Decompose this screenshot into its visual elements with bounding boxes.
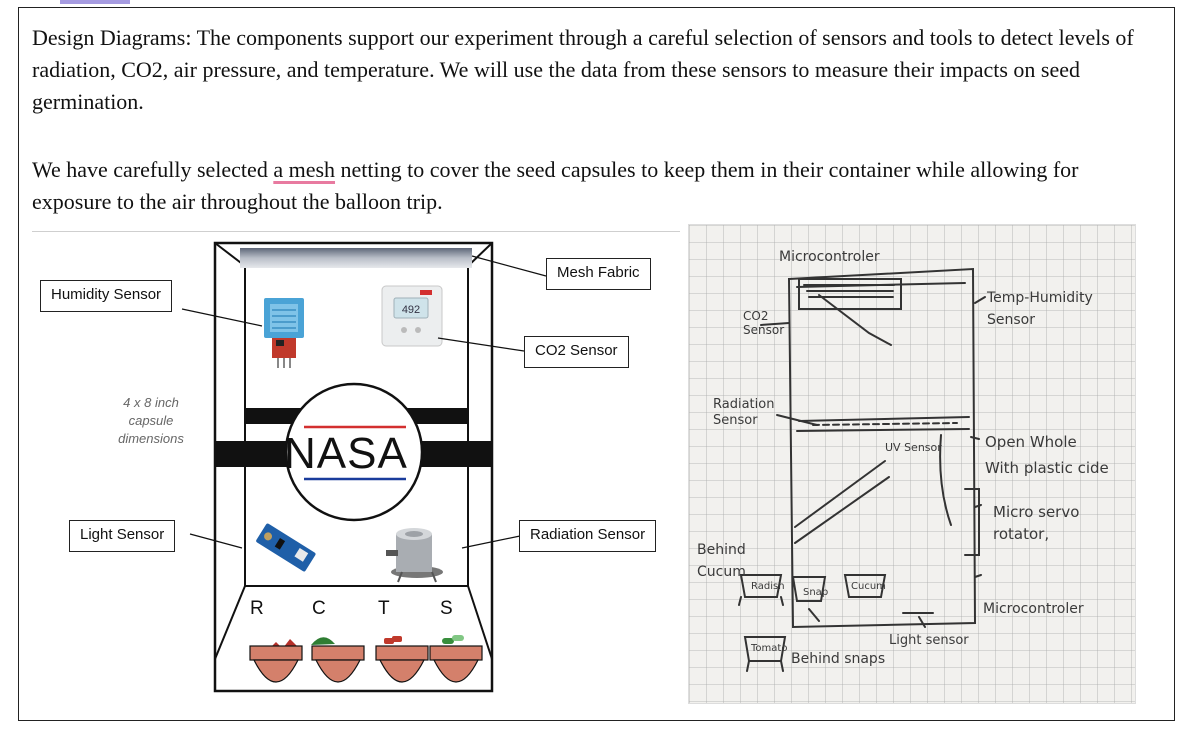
co2-sensor-image: 492 bbox=[381, 285, 443, 347]
pot-cucumber bbox=[311, 637, 365, 683]
radiation-sensor-label: Radiation Sensor bbox=[519, 520, 657, 552]
sketch-label-microcontroller-top: Microcontroler bbox=[779, 249, 880, 265]
sketch-label-radish: Radish bbox=[751, 581, 785, 592]
section-divider bbox=[32, 231, 680, 232]
sketch-label-behind-cucum: Behind Cucum bbox=[697, 542, 746, 580]
plant-label-snap: S bbox=[440, 598, 453, 619]
mesh-paragraph: We have carefully selected a mesh nettin… bbox=[32, 154, 1152, 218]
humidity-leader bbox=[181, 308, 263, 327]
mesh-fabric-strip bbox=[240, 248, 472, 268]
mesh-fabric-label: Mesh Fabric bbox=[546, 258, 651, 290]
svg-text:492: 492 bbox=[402, 304, 420, 316]
mesh-leader bbox=[471, 255, 547, 277]
pot-snap bbox=[429, 635, 483, 683]
plant-label-tomato: T bbox=[378, 598, 390, 619]
mesh-paragraph-start: We have carefully selected bbox=[32, 157, 274, 182]
sketch-label-open-hole: Open Whole With plastic cide bbox=[985, 433, 1109, 477]
sketch-label-uv: UV Sensor bbox=[885, 441, 942, 454]
sketch-label-tomato: Tomato bbox=[751, 643, 788, 654]
capsule-drawing: 492 bbox=[181, 241, 547, 693]
sketch-label-microcontroller-bottom: Microcontroler bbox=[983, 601, 1084, 617]
capsule-diagram: 492 bbox=[32, 234, 682, 704]
top-accent-rule bbox=[60, 0, 130, 4]
mesh-highlight: a mesh bbox=[273, 157, 336, 182]
pot-tomato bbox=[375, 636, 429, 683]
humidity-sensor-image bbox=[264, 298, 304, 368]
mesh-paragraph-end: netting to cover the seed capsules to ke… bbox=[32, 157, 1079, 214]
nasa-circle bbox=[284, 382, 424, 522]
sketch-label-snap: Snap bbox=[803, 587, 829, 598]
sketch-label-behind-snaps: Behind snaps bbox=[791, 651, 886, 667]
nasa-logo-text: NASA bbox=[284, 429, 408, 478]
radiation-leader bbox=[461, 535, 521, 549]
perspective-line-br bbox=[467, 585, 493, 660]
content-frame bbox=[18, 7, 1175, 721]
hand-drawn-sketch: Microcontroler CO2 Sensor Temp-Humidity … bbox=[688, 224, 1136, 704]
humidity-sensor-label: Humidity Sensor bbox=[40, 280, 173, 312]
capsule-dimensions-note: 4 x 8 inch capsule dimensions bbox=[118, 395, 184, 446]
radiation-sensor-image bbox=[386, 528, 443, 583]
graph-paper-sketch bbox=[689, 225, 1135, 703]
sketch-label-light-sensor: Light sensor bbox=[889, 633, 969, 648]
light-leader bbox=[189, 533, 243, 549]
sketch-label-servo: Micro servo rotator, bbox=[993, 503, 1080, 543]
sketch-label-temp-humidity: Temp-Humidity Sensor bbox=[987, 290, 1093, 328]
co2-sensor-label: CO2 Sensor bbox=[524, 336, 629, 368]
pot-radish bbox=[249, 639, 303, 683]
sketch-label-radiation: Radiation Sensor bbox=[713, 397, 775, 428]
light-sensor-image bbox=[256, 523, 316, 572]
sketch-label-cucum: Cucum bbox=[851, 581, 886, 592]
plant-label-cucumber: C bbox=[312, 598, 326, 619]
sketch-label-co2: CO2 Sensor bbox=[743, 309, 785, 337]
light-sensor-label: Light Sensor bbox=[69, 520, 176, 552]
design-diagrams-paragraph: Design Diagrams: The components support … bbox=[32, 25, 1134, 114]
co2-leader bbox=[437, 337, 525, 352]
plant-label-radish: R bbox=[250, 598, 264, 619]
perspective-line-bl bbox=[214, 585, 246, 660]
